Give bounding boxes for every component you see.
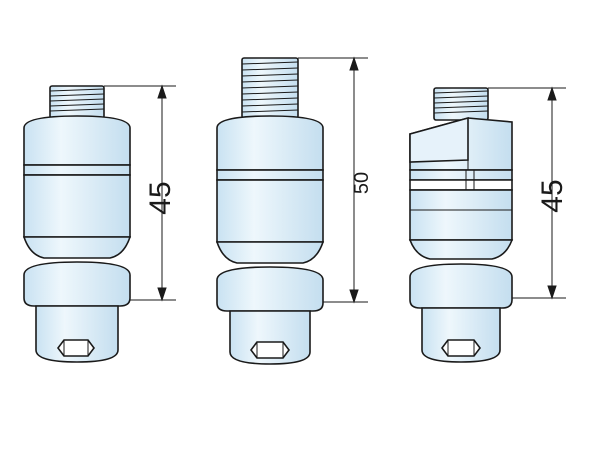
thread-middle [241,57,299,119]
dimension-label-right: 45 [536,179,569,212]
bolt-right [408,87,514,363]
bolt-left [22,85,132,363]
dimension-left [104,84,176,302]
dimension-middle [298,56,368,304]
thread-left [49,85,105,119]
dimension-right [488,86,566,300]
dimension-label-left: 45 [144,181,177,214]
hex-socket-left [57,339,95,357]
thread-right [433,87,489,121]
dimension-label-middle: 50 [351,172,373,194]
bolt-middle [215,57,325,365]
